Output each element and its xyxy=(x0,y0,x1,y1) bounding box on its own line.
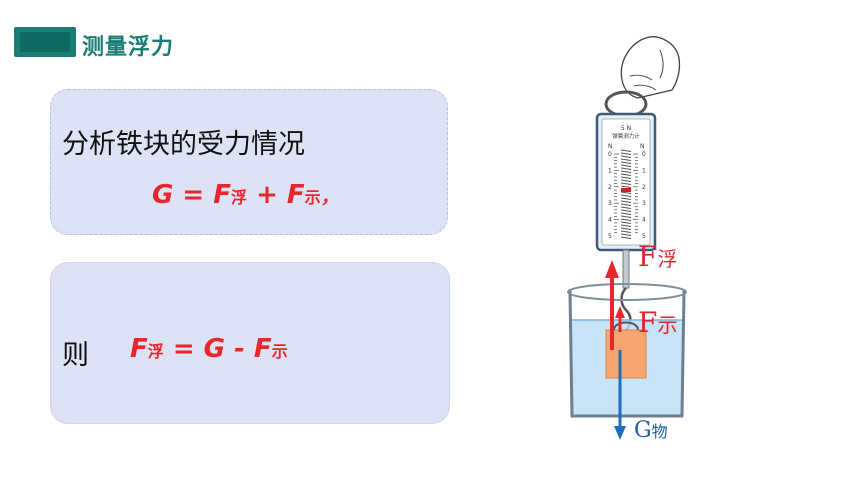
spring-coil xyxy=(620,212,632,215)
formula-f-reading-sub: 示 xyxy=(304,188,321,207)
scale-tick-label: 0 xyxy=(608,151,612,158)
scale-tick-label: 3 xyxy=(642,200,646,207)
scale-ticks: 0 0 1 1 2 2 3 3 4 4 5 5 xyxy=(608,151,646,240)
spring-coil xyxy=(620,185,632,188)
result-card xyxy=(50,262,450,424)
scale-spring xyxy=(620,149,632,239)
scale-tick-label: 5 xyxy=(608,233,612,240)
spring-coil xyxy=(620,227,632,230)
spring-coil xyxy=(620,197,632,200)
spring-coil xyxy=(620,206,632,209)
equilibrium-formula: G = F浮 + F示， xyxy=(152,180,339,210)
spring-coil xyxy=(620,173,632,176)
spring-scale-diagram: 5 N 弹簧测力计 N N 0 0 1 1 2 2 3 3 4 4 5 5 xyxy=(567,36,687,440)
spring-coil xyxy=(620,158,632,161)
scale-tick-label: 0 xyxy=(642,151,646,158)
formula-plus: + xyxy=(247,180,287,210)
label-g-main: G xyxy=(634,418,652,443)
spring-coil xyxy=(620,164,632,167)
buoyancy-formula: F浮 = G - F示 xyxy=(130,334,288,364)
formula2-g: G xyxy=(203,334,226,364)
label-f-reading-sub: 示 xyxy=(657,313,678,337)
formula-f-buoyancy: F xyxy=(213,180,231,210)
scale-rod xyxy=(622,249,630,289)
formula2-f-reading-sub: 示 xyxy=(271,342,288,361)
spring-coil xyxy=(620,155,632,158)
page-title: 测量浮力 xyxy=(82,35,175,60)
scale-tick-label: 4 xyxy=(642,217,646,224)
header-accent-bar xyxy=(14,27,76,57)
spring-coil xyxy=(620,191,632,194)
spring-coil xyxy=(620,221,632,224)
spring-coil xyxy=(620,209,632,212)
reading-arrow xyxy=(615,306,625,332)
formula-f-buoyancy-sub: 浮 xyxy=(231,188,248,207)
formula2-equals: = xyxy=(163,334,204,364)
label-f-buoyancy-sub: 浮 xyxy=(657,247,678,271)
spring-coil xyxy=(620,215,632,218)
spring-coil xyxy=(620,176,632,179)
spring-coil xyxy=(620,230,632,233)
scale-tick-label: 5 xyxy=(642,233,646,240)
gravity-arrow xyxy=(614,350,626,440)
spring-coil xyxy=(620,149,632,152)
formula-tail: ， xyxy=(320,187,339,208)
formula-equals: = xyxy=(173,180,214,210)
scale-unit-left: N xyxy=(608,143,613,150)
formula2-minus: - xyxy=(225,334,254,364)
scale-label-name: 弹簧测力计 xyxy=(612,132,640,140)
scale-unit-right: N xyxy=(640,143,645,150)
spring-coil xyxy=(620,200,632,203)
spring-coil xyxy=(620,152,632,155)
formula2-f-reading: F xyxy=(253,334,272,364)
label-f-buoyancy-main: F xyxy=(638,240,658,273)
label-g-object: G物 xyxy=(634,418,668,443)
spring-coil xyxy=(620,182,632,185)
label-f-reading-main: F xyxy=(638,306,658,339)
result-lead: 则 xyxy=(62,340,89,371)
formula-f-reading: F xyxy=(286,180,305,210)
formula2-f-buoyancy: F xyxy=(130,334,148,364)
scale-tick-label: 3 xyxy=(608,200,612,207)
spring-coil xyxy=(620,161,632,164)
scale-tick-label: 1 xyxy=(608,167,612,174)
buoyancy-arrow xyxy=(605,260,619,350)
scale-label-top: 5 N xyxy=(621,125,631,132)
analysis-heading: 分析铁块的受力情况 xyxy=(62,129,305,160)
scale-tick-label: 4 xyxy=(608,217,612,224)
label-f-reading: F示 xyxy=(638,306,677,339)
scale-tick-label: 1 xyxy=(642,167,646,174)
formula2-f-buoyancy-sub: 浮 xyxy=(147,342,164,361)
formula-g: G xyxy=(152,180,174,210)
spring-coil xyxy=(620,170,632,173)
force-analysis-card xyxy=(50,89,448,235)
spring-coil xyxy=(620,179,632,182)
spring-coil xyxy=(620,233,632,236)
spring-coil xyxy=(620,194,632,197)
scale-tick-label: 2 xyxy=(642,184,646,191)
spring-coil xyxy=(620,203,632,206)
hand-icon xyxy=(620,36,681,99)
spring-coil xyxy=(620,167,632,170)
label-f-buoyancy: F浮 xyxy=(638,240,677,273)
spring-coil xyxy=(620,236,632,239)
spring-coil xyxy=(620,218,632,221)
scale-tick-label: 2 xyxy=(608,184,612,191)
label-g-sub: 物 xyxy=(651,422,668,441)
spring-coil xyxy=(620,224,632,227)
scale-ring xyxy=(604,90,648,118)
